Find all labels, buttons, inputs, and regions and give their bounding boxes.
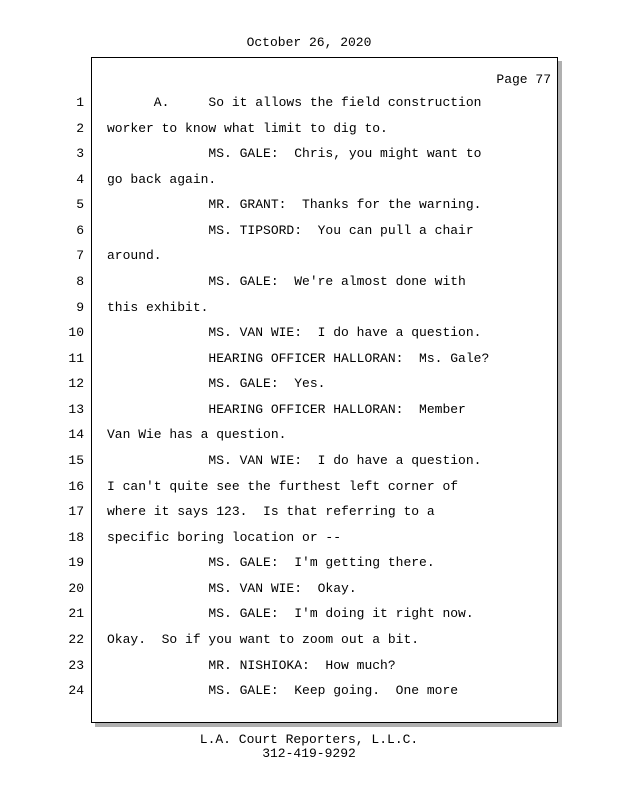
line-text: MS. GALE: Keep going. One more <box>107 683 459 699</box>
transcript-page: Page 77 <box>91 57 558 723</box>
footer-phone: 312-419-9292 <box>262 746 356 761</box>
line-text: MS. GALE: Chris, you might want to <box>107 146 482 162</box>
line-text: A. So it allows the field construction <box>107 95 482 110</box>
line-number: 14 <box>68 427 84 443</box>
line-number: 19 <box>68 555 84 571</box>
line-number: 1 <box>76 95 84 110</box>
line-text: specific boring location or -- <box>107 529 342 545</box>
line-number: 4 <box>76 171 84 187</box>
line-text: MS. VAN WIE: I do have a question. <box>107 452 482 468</box>
line-text: MR. GRANT: Thanks for the warning. <box>107 197 482 213</box>
line-number: 16 <box>68 478 84 494</box>
line-number: 22 <box>68 631 84 647</box>
line-text: HEARING OFFICER HALLORAN: Ms. Gale? <box>107 350 490 366</box>
line-text: MS. GALE: I'm doing it right now. <box>107 606 474 622</box>
transcript-date: October 26, 2020 <box>246 35 372 50</box>
line-text: I can't quite see the furthest left corn… <box>107 478 459 494</box>
line-text: around. <box>107 248 162 264</box>
page-number: Page 77 <box>496 72 551 87</box>
line-text: HEARING OFFICER HALLORAN: Member <box>107 401 466 417</box>
line-text: go back again. <box>107 171 217 187</box>
line-number: 20 <box>68 580 84 596</box>
line-number: 9 <box>76 299 84 315</box>
line-number: 10 <box>68 325 84 341</box>
line-text: MS. GALE: Yes. <box>107 376 326 392</box>
line-number: 7 <box>76 248 84 264</box>
line-text: worker to know what limit to dig to. <box>107 120 388 136</box>
line-number: 8 <box>76 273 84 289</box>
line-number: 24 <box>68 683 84 699</box>
line-number: 2 <box>76 120 84 136</box>
footer-company: L.A. Court Reporters, L.L.C. <box>199 732 419 747</box>
line-number: 17 <box>68 504 84 520</box>
line-text: MS. TIPSORD: You can pull a chair <box>107 222 474 238</box>
line-number: 12 <box>68 376 84 392</box>
line-text: Okay. So if you want to zoom out a bit. <box>107 631 420 647</box>
line-text: MS. GALE: I'm getting there. <box>107 555 435 571</box>
line-number: 15 <box>68 452 84 468</box>
line-number: 18 <box>68 529 84 545</box>
line-text: MS. VAN WIE: I do have a question. <box>107 325 482 341</box>
line-number: 21 <box>68 606 84 622</box>
line-number: 3 <box>76 146 84 162</box>
line-text: MS. GALE: We're almost done with <box>107 273 466 289</box>
line-text: MS. VAN WIE: Okay. <box>107 580 357 596</box>
line-text: Van Wie has a question. <box>107 427 287 443</box>
line-text: MR. NISHIOKA: How much? <box>107 657 396 673</box>
line-text: where it says 123. Is that referring to … <box>107 504 435 520</box>
line-number: 13 <box>68 401 84 417</box>
line-text: this exhibit. <box>107 299 209 315</box>
line-number: 6 <box>76 222 84 238</box>
line-number: 5 <box>76 197 84 213</box>
line-number: 11 <box>68 350 84 366</box>
line-number: 23 <box>68 657 84 673</box>
